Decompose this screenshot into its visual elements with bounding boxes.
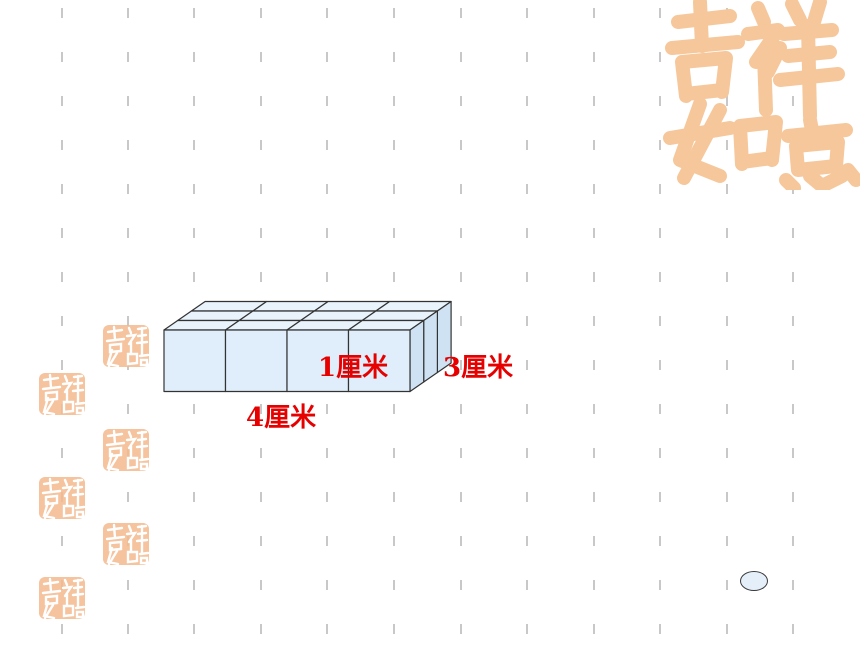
small-auspicious-seal-icon	[39, 577, 86, 620]
small-auspicious-seal-icon	[103, 429, 150, 472]
cube-front-face	[163, 329, 227, 393]
cube-side-face	[409, 319, 425, 393]
cube-front-face	[347, 329, 411, 393]
small-auspicious-seal-icon	[103, 325, 150, 368]
height-label: 1厘米	[318, 353, 389, 383]
small-auspicious-seal-icon	[103, 523, 150, 566]
cube-side-face	[423, 310, 438, 383]
cuboid-diagram	[163, 300, 452, 393]
width-label: 3厘米	[443, 353, 514, 383]
small-auspicious-seal-icon	[39, 477, 86, 520]
large-auspicious-seal-icon	[663, 0, 860, 190]
oval-action-button[interactable]	[740, 571, 768, 591]
cube-front-face	[224, 329, 288, 393]
small-auspicious-seal-icon	[39, 373, 86, 416]
length-label: 4厘米	[246, 403, 317, 433]
